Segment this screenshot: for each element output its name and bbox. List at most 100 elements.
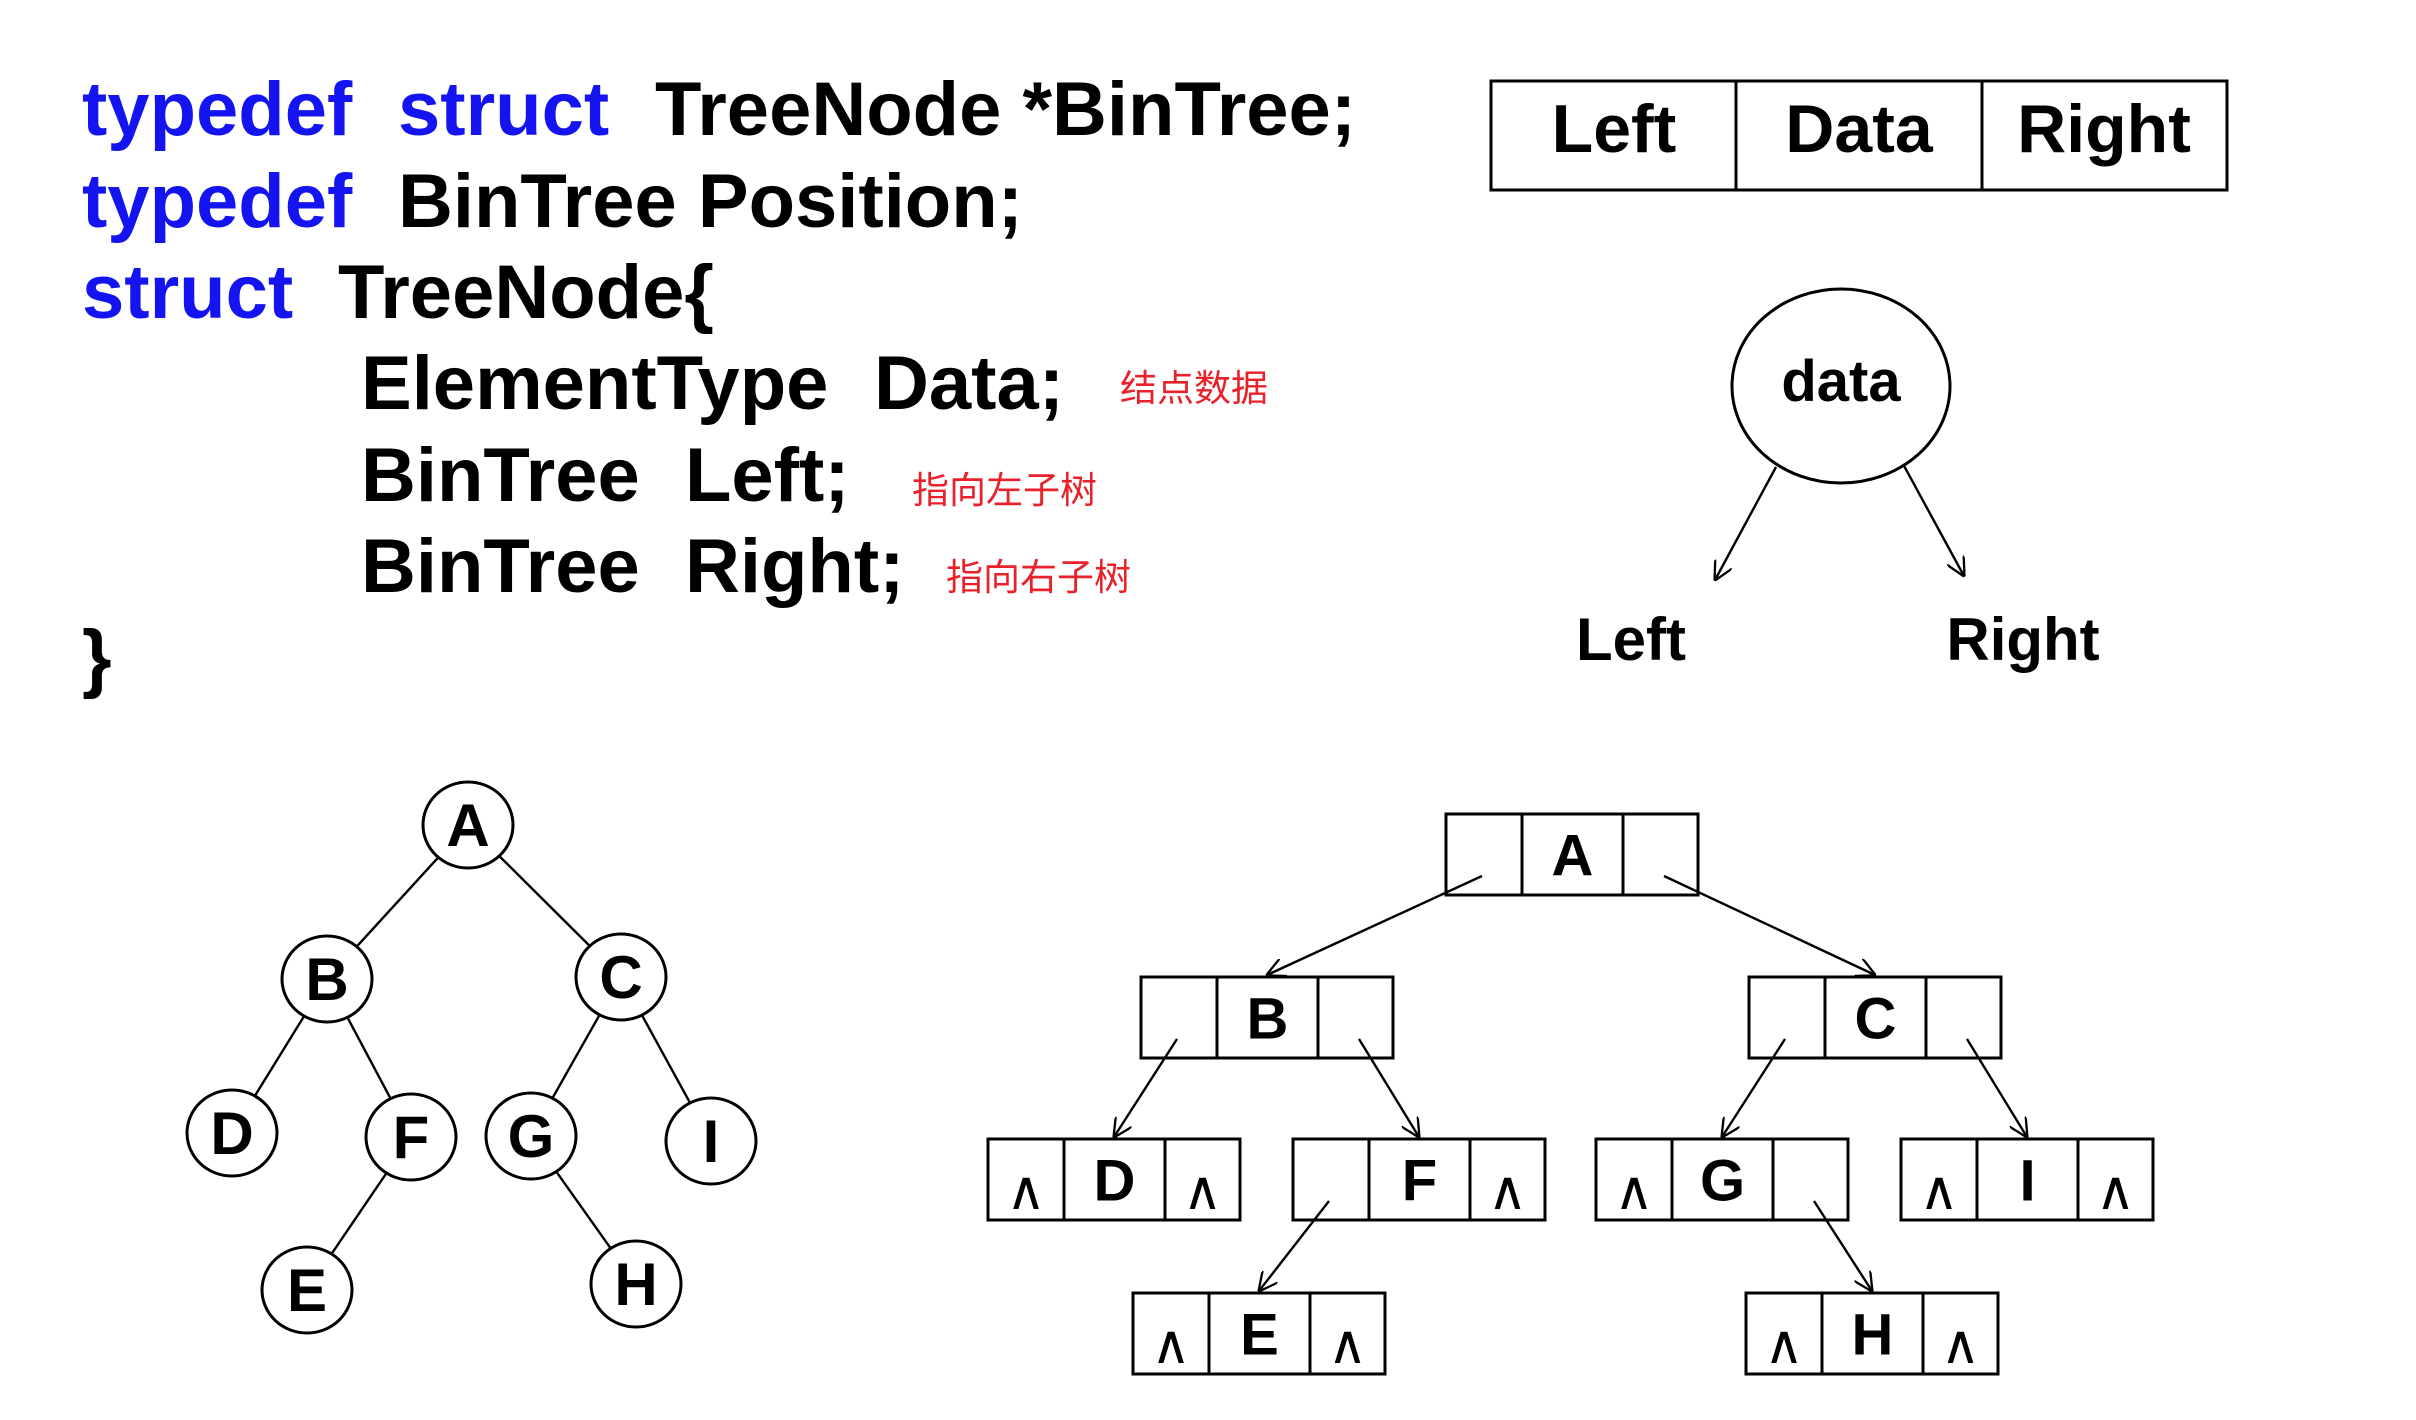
field-layout-box <box>1489 79 2229 192</box>
node-diagram-circle <box>1730 287 1952 485</box>
tree-node-label: F <box>393 1104 430 1171</box>
tree-edge-G-H <box>555 1170 612 1250</box>
code-block: typedef struct TreeNode *BinTree; typede… <box>82 67 1356 700</box>
linked-node-I: I ∧ ∧ <box>1899 1137 2155 1222</box>
linked-node-data: F <box>1402 1149 1437 1214</box>
linked-node-F: F∧ <box>1291 1137 1547 1222</box>
node-diagram-left-label: Left <box>1576 606 1686 673</box>
code-typedef-bintree: TreeNode *BinTree; <box>655 67 1356 152</box>
linked-node-box <box>1747 975 2003 1060</box>
pointer-arrow-F-E <box>1259 1200 1330 1291</box>
pointer-arrow-G-H <box>1812 1200 1872 1291</box>
null-pointer-marker-left: ∧ <box>1151 1313 1191 1376</box>
linked-node-data: I <box>2019 1149 2035 1214</box>
code-field-type: BinTree <box>361 433 640 518</box>
tree-node-circle <box>664 1096 758 1186</box>
node-diagram-value: data <box>1781 349 1901 414</box>
field-right-label: Right <box>2017 91 2191 167</box>
tree-node-circle <box>589 1239 683 1329</box>
tree-node-label: C <box>599 944 642 1011</box>
code-comment-left: 指向左子树 <box>912 470 1097 511</box>
tree-node-circle <box>364 1092 458 1182</box>
linked-node-B: B <box>1139 975 1395 1060</box>
tree-edge-A-C <box>498 855 591 947</box>
tree-node-label: H <box>614 1251 657 1318</box>
code-closing-brace: } <box>82 615 112 700</box>
binary-tree-diagram: A B C D F G I E H <box>185 780 758 1335</box>
linked-node-box <box>1291 1137 1547 1222</box>
linked-node-G: G∧ <box>1594 1137 1850 1222</box>
pointer-arrow-B-F <box>1357 1038 1419 1137</box>
linked-node-box <box>1899 1137 2155 1222</box>
null-pointer-marker-right: ∧ <box>1941 1313 1981 1376</box>
linked-node-box <box>1444 812 1700 897</box>
code-keyword-struct: struct <box>82 250 293 335</box>
tree-edge-C-I <box>640 1014 692 1104</box>
tree-node-label: B <box>305 946 348 1013</box>
linked-node-data: B <box>1247 987 1289 1052</box>
code-keyword-typedef: typedef <box>82 159 353 244</box>
field-data-label: Data <box>1785 91 1934 167</box>
node-diagram-right-label: Right <box>1946 606 2099 673</box>
code-field-type: ElementType <box>361 341 828 426</box>
code-field-right: Right; <box>685 524 904 609</box>
tree-node-C: C <box>574 932 668 1022</box>
linked-node-E: E ∧ ∧ <box>1131 1291 1387 1376</box>
linked-node-data: A <box>1552 824 1594 889</box>
field-layout-diagram: Left Data Right <box>1489 79 2229 192</box>
pointer-arrow-C-I <box>1965 1038 2027 1137</box>
code-keyword-typedef: typedef <box>82 67 353 152</box>
linked-node-data: E <box>1240 1303 1279 1368</box>
tree-node-D: D <box>185 1088 279 1178</box>
tree-edge-F-E <box>330 1172 388 1255</box>
tree-edge-C-G <box>551 1014 601 1099</box>
linked-node-data: G <box>1700 1149 1745 1214</box>
tree-node-circle <box>260 1245 354 1335</box>
code-field-data: Data; <box>874 341 1064 426</box>
linked-node-box <box>1131 1291 1387 1376</box>
tree-node-label: G <box>508 1103 555 1170</box>
null-pointer-marker-left: ∧ <box>1006 1159 1046 1222</box>
tree-node-B: B <box>280 934 374 1024</box>
pointer-arrow-A-B <box>1267 874 1483 975</box>
field-left-label: Left <box>1552 91 1677 167</box>
null-pointer-marker-left: ∧ <box>1919 1159 1959 1222</box>
null-pointer-marker-right: ∧ <box>1328 1313 1368 1376</box>
pointer-arrow-B-D <box>1114 1038 1179 1137</box>
null-pointer-marker-right: ∧ <box>1488 1159 1528 1222</box>
tree-node-circle <box>484 1091 578 1181</box>
tree-node-E: E <box>260 1245 354 1335</box>
code-field-type: BinTree <box>361 524 640 609</box>
tree-node-label: I <box>703 1108 720 1175</box>
code-comment-data: 结点数据 <box>1120 368 1268 409</box>
linked-node-A: A <box>1444 812 1700 897</box>
linked-node-data: H <box>1852 1303 1894 1368</box>
code-typedef-position: BinTree Position; <box>398 159 1023 244</box>
linked-node-H: H ∧ ∧ <box>1744 1291 2000 1376</box>
linked-node-data: D <box>1094 1149 1136 1214</box>
null-pointer-marker-right: ∧ <box>1183 1159 1223 1222</box>
tree-node-I: I <box>664 1096 758 1186</box>
tree-node-label: D <box>210 1100 253 1167</box>
tree-node-circle <box>280 934 374 1024</box>
node-diagram-right-arrow <box>1901 463 1964 576</box>
null-pointer-marker-left: ∧ <box>1764 1313 1804 1376</box>
tree-node-circle <box>185 1088 279 1178</box>
tree-edge-B-D <box>253 1015 306 1097</box>
code-comment-right: 指向右子树 <box>946 557 1131 598</box>
linked-node-box <box>1594 1137 1850 1222</box>
tree-node-label: A <box>446 792 489 859</box>
null-pointer-marker-left: ∧ <box>1614 1159 1654 1222</box>
linked-node-box <box>1139 975 1395 1060</box>
tree-node-F: F <box>364 1092 458 1182</box>
linked-node-C: C <box>1747 975 2003 1060</box>
linked-node-data: C <box>1855 987 1897 1052</box>
code-field-left: Left; <box>685 433 850 518</box>
tree-node-label: E <box>287 1257 327 1324</box>
linked-node-D: D ∧ ∧ <box>986 1137 1242 1222</box>
null-pointer-marker-right: ∧ <box>2096 1159 2136 1222</box>
code-keyword-struct: struct <box>398 67 609 152</box>
node-diagram-left-arrow <box>1715 466 1778 580</box>
tree-node-G: G <box>484 1091 578 1181</box>
tree-edge-B-F <box>346 1016 392 1100</box>
